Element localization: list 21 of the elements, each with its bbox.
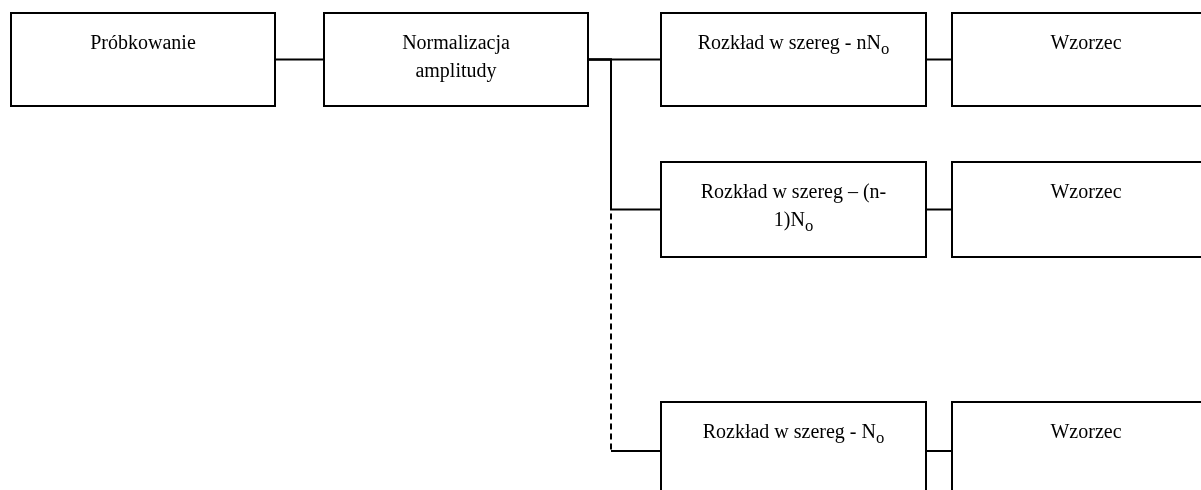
process-box [660, 12, 927, 107]
process-box [10, 12, 276, 107]
process-box [660, 161, 927, 258]
connector [926, 450, 952, 452]
process-box [951, 401, 1201, 490]
box-label: Rozkład w szereg - nN$_{o}$ [696, 30, 891, 60]
box-label: Wzorzec [1049, 30, 1123, 55]
dashed-connector [588, 58, 661, 452]
box-label: Próbkowanie [89, 30, 197, 55]
process-box [951, 161, 1201, 258]
box-label: Normalizacja amplitudy [401, 30, 511, 84]
connector [275, 58, 324, 61]
box-label: Rozkład w szereg - N$_{o}$ [701, 419, 886, 449]
process-box [660, 401, 927, 490]
box-label: Wzorzec [1049, 419, 1123, 444]
box-label: Wzorzec [1049, 179, 1123, 204]
connector [926, 208, 952, 211]
box-label: Rozkład w szereg – (n-1)N$_{o}$ [699, 179, 888, 237]
process-box [323, 12, 589, 107]
process-box [951, 12, 1201, 107]
connector [926, 58, 952, 61]
